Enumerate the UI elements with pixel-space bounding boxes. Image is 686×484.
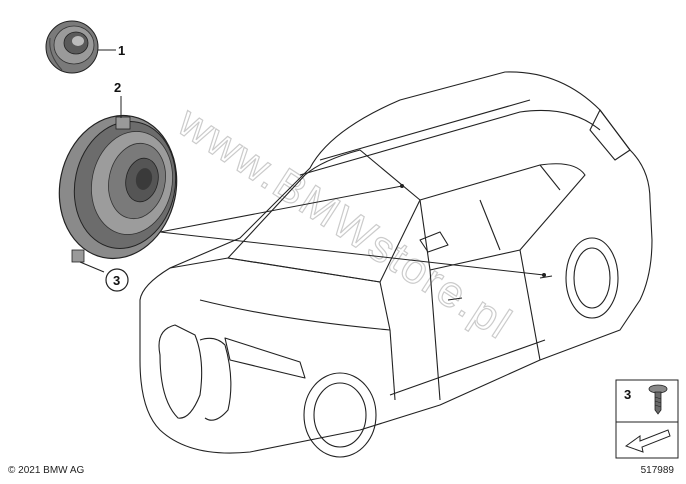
arrow-box (615, 421, 679, 459)
callout-3-circle (105, 268, 129, 292)
legend-part-label: 3 (624, 387, 631, 402)
arrow-icon (624, 429, 671, 453)
speaker-icon[interactable] (46, 105, 189, 270)
tweeter-icon[interactable] (45, 20, 99, 74)
watermark: www.BMWstore.pl (169, 97, 521, 349)
leader-line-rear (159, 231, 545, 276)
leader-line-3 (79, 261, 105, 273)
car-outline-icon (139, 71, 653, 458)
screw-icon[interactable] (648, 384, 668, 415)
legend-box (615, 379, 679, 423)
copyright-text: © 2021 BMW AG (8, 465, 85, 476)
callout-2[interactable]: 2 (114, 80, 121, 95)
diagram-number: 517989 (640, 465, 674, 476)
leader-line-front (159, 185, 403, 233)
callout-3[interactable]: 3 (113, 273, 120, 288)
callout-1[interactable]: 1 (118, 43, 125, 58)
